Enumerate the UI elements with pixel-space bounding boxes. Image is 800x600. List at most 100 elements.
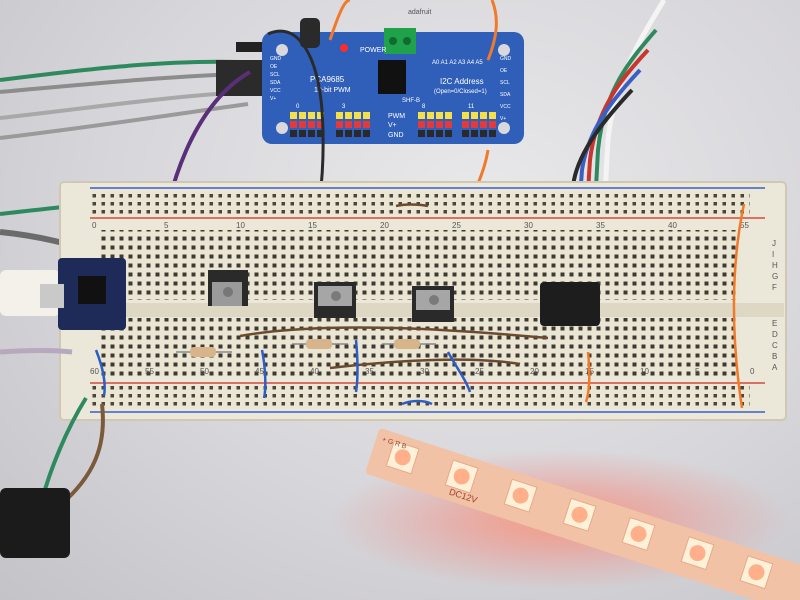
header-pin	[462, 112, 469, 119]
row-letter: G	[772, 272, 778, 281]
top-column-number: 35	[596, 221, 605, 230]
address-hint: (Open=0/Closed=1)	[434, 89, 487, 95]
bottom-column-number: 60	[90, 367, 99, 376]
top-column-number: 15	[308, 221, 317, 230]
channel-group-11: 11	[468, 104, 475, 110]
brown-jumper-2	[329, 358, 521, 370]
left-pin-sda: SDA	[270, 80, 281, 86]
resistor-1	[176, 347, 232, 357]
left-pin-vcc: VCC	[270, 88, 281, 94]
header-pin	[308, 112, 315, 119]
row-letter: J	[772, 239, 776, 248]
row-letter: E	[772, 319, 777, 328]
header-row-vplus: V+	[388, 122, 397, 129]
brown-jumper-3	[395, 203, 429, 208]
gray-wire-3	[0, 102, 249, 140]
blue-jumper-3	[446, 351, 472, 393]
header-pin	[317, 130, 324, 137]
orange-jumper-2	[732, 203, 746, 409]
header-pin	[345, 121, 352, 128]
header-pin	[299, 121, 306, 128]
pwm-chip	[378, 60, 406, 94]
top-column-number: 10	[236, 221, 245, 230]
row-letter: D	[772, 330, 778, 339]
bottom-column-number: 40	[310, 367, 319, 376]
right-pin-vplus: V+	[500, 116, 506, 122]
header-pin	[336, 130, 343, 137]
mosfet-1	[208, 270, 248, 306]
green-wire	[0, 59, 241, 82]
header-pin	[471, 112, 478, 119]
led-emitter	[689, 545, 706, 562]
header-pin	[363, 130, 370, 137]
left-pin-oe: OE	[270, 64, 278, 70]
blue-jumper-2	[354, 339, 359, 393]
header-pin	[471, 121, 478, 128]
header-pin	[299, 130, 306, 137]
gray-wire-2	[0, 90, 247, 120]
header-pin	[336, 121, 343, 128]
header-pin	[363, 121, 370, 128]
resistor-3	[382, 339, 436, 349]
top-column-number: 5	[164, 221, 169, 230]
blue-jumper	[260, 349, 267, 399]
top-column-number: 0	[92, 221, 97, 230]
header-pin	[471, 130, 478, 137]
header-pin	[354, 130, 361, 137]
led-emitter	[394, 449, 411, 466]
channel-group-0: 0	[296, 104, 300, 110]
top-column-number: 20	[380, 221, 389, 230]
header-pin	[290, 112, 297, 119]
bottom-column-number: 5	[695, 367, 700, 376]
mcu-chip	[78, 276, 106, 304]
header-pin	[480, 121, 487, 128]
brown-power-wire	[64, 403, 105, 502]
header-pin	[299, 112, 306, 119]
led-emitter	[748, 564, 765, 581]
group-label: SHF-B	[402, 98, 420, 104]
header-pin	[480, 130, 487, 137]
subtitle-label: 12-bit PWM	[314, 87, 351, 94]
channel-group-8: 8	[422, 104, 426, 110]
header-pin	[418, 121, 425, 128]
orange-jumper	[584, 351, 591, 403]
header-pin	[427, 121, 434, 128]
terminal-block	[384, 28, 416, 54]
top-column-number: 25	[452, 221, 461, 230]
orange-wire-top	[328, 0, 351, 41]
header-pin	[290, 121, 297, 128]
led-emitter	[512, 487, 529, 504]
header-pin	[462, 130, 469, 137]
header-pin	[317, 112, 324, 119]
right-pin-scl: SCL	[500, 80, 510, 86]
capacitor	[300, 18, 320, 48]
bottom-column-number: 55	[145, 367, 154, 376]
header-pin	[308, 130, 315, 137]
pca9685-board: POWER adafruit PCA9685 12-bit PWM I2C Ad…	[216, 9, 524, 144]
right-pin-vcc: VCC	[500, 104, 511, 110]
usb-port	[40, 284, 64, 308]
header-pin	[308, 121, 315, 128]
bottom-column-number: 0	[750, 367, 755, 376]
right-pin-gnd: GND	[500, 56, 512, 62]
right-pin-sda: SDA	[500, 92, 511, 98]
led-array	[385, 440, 774, 590]
bottom-column-number: 35	[365, 367, 374, 376]
mosfet-2	[314, 282, 356, 318]
row-letter: C	[772, 341, 778, 350]
blue-jumper-5	[401, 399, 433, 406]
lilac-wire	[0, 348, 73, 355]
header-pin	[345, 112, 352, 119]
header-row-pwm: PWM	[388, 113, 405, 120]
row-letter: F	[772, 283, 777, 292]
header-pin	[290, 130, 297, 137]
channel-group-3: 3	[342, 104, 346, 110]
model-label: PCA9685	[310, 75, 345, 84]
power-label: POWER	[360, 47, 386, 54]
header-pin	[445, 130, 452, 137]
ribbon-connector	[540, 282, 600, 326]
bottom-column-number: 30	[420, 367, 429, 376]
